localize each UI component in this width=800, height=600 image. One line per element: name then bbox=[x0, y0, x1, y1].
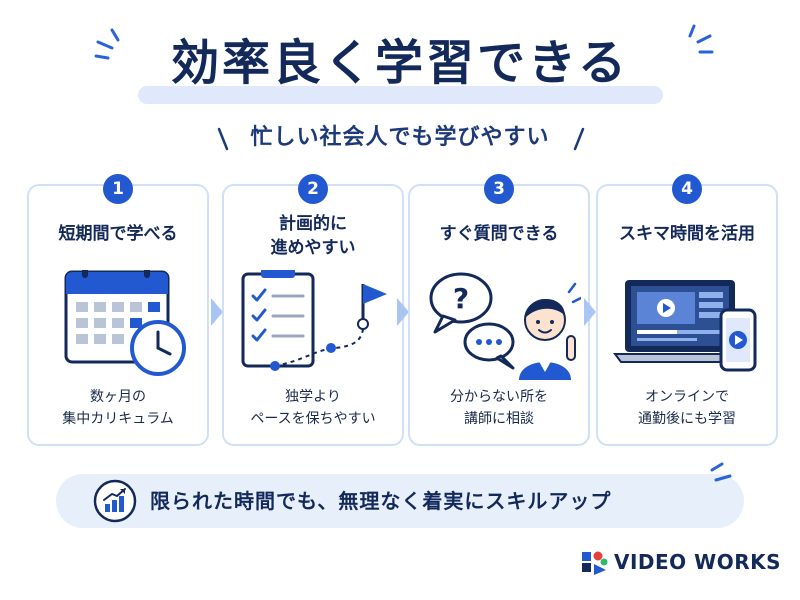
step-arrow bbox=[584, 298, 596, 326]
brand-logo-icon bbox=[582, 551, 608, 575]
brand-name: VIDEO WORKS bbox=[614, 550, 782, 574]
step-badge-2: 2 bbox=[298, 174, 328, 204]
question-person-icon: ? bbox=[429, 272, 581, 380]
card-ask-questions: すぐ質問できる ? 分からない所を 講師に相談 bbox=[408, 184, 590, 446]
card-desc: 数ヶ月の 集中カリキュラム bbox=[62, 389, 174, 427]
summary-banner bbox=[56, 474, 744, 528]
banner-text: 限られた時間でも、無理なく着実にスキルアップ bbox=[150, 489, 612, 513]
card-desc: 分からない所を 講師に相談 bbox=[450, 389, 548, 427]
step-badge-3: 3 bbox=[484, 174, 514, 204]
sparkle-right-icon bbox=[688, 24, 714, 54]
card-desc: オンラインで 通勤後にも学習 bbox=[638, 389, 736, 427]
step-badge-4: 4 bbox=[672, 174, 702, 204]
calendar-clock-icon bbox=[64, 270, 186, 376]
card-spare-time: スキマ時間を活用 オンラインで 通勤後にも学習 bbox=[596, 184, 778, 446]
growth-chart-icon bbox=[93, 479, 137, 523]
subtitle-slash-left bbox=[217, 127, 229, 151]
step-arrow bbox=[211, 298, 223, 326]
card-title: 計画的に 進めやすい bbox=[270, 214, 356, 258]
card-planned: 計画的に 進めやすい 独学より ペースを保ちやすい bbox=[222, 184, 404, 446]
svg-text:?: ? bbox=[453, 282, 469, 315]
subtitle-area: 忙しい社会人でも学びやすい bbox=[0, 122, 800, 154]
checklist-flag-icon bbox=[241, 270, 387, 371]
sparkle-banner-icon bbox=[710, 462, 732, 482]
card-short-term: 短期間で学べる 数ヶ月の 集中カリキュラム bbox=[27, 184, 209, 446]
laptop-phone-video-icon bbox=[613, 280, 757, 372]
sparkle-left-icon bbox=[94, 28, 120, 60]
subtitle-slash-right bbox=[573, 127, 585, 151]
title-area: 効率良く学習できる bbox=[0, 28, 800, 98]
card-desc: 独学より ペースを保ちやすい bbox=[250, 389, 376, 427]
card-title: 短期間で学べる bbox=[58, 224, 178, 244]
step-arrow bbox=[397, 298, 409, 326]
page-title: 効率良く学習できる bbox=[170, 35, 630, 91]
title-underline bbox=[138, 86, 663, 104]
step-badge-1: 1 bbox=[103, 174, 133, 204]
subtitle: 忙しい社会人でも学びやすい bbox=[250, 125, 550, 150]
card-title: すぐ質問できる bbox=[439, 224, 559, 244]
card-title: スキマ時間を活用 bbox=[619, 224, 755, 244]
